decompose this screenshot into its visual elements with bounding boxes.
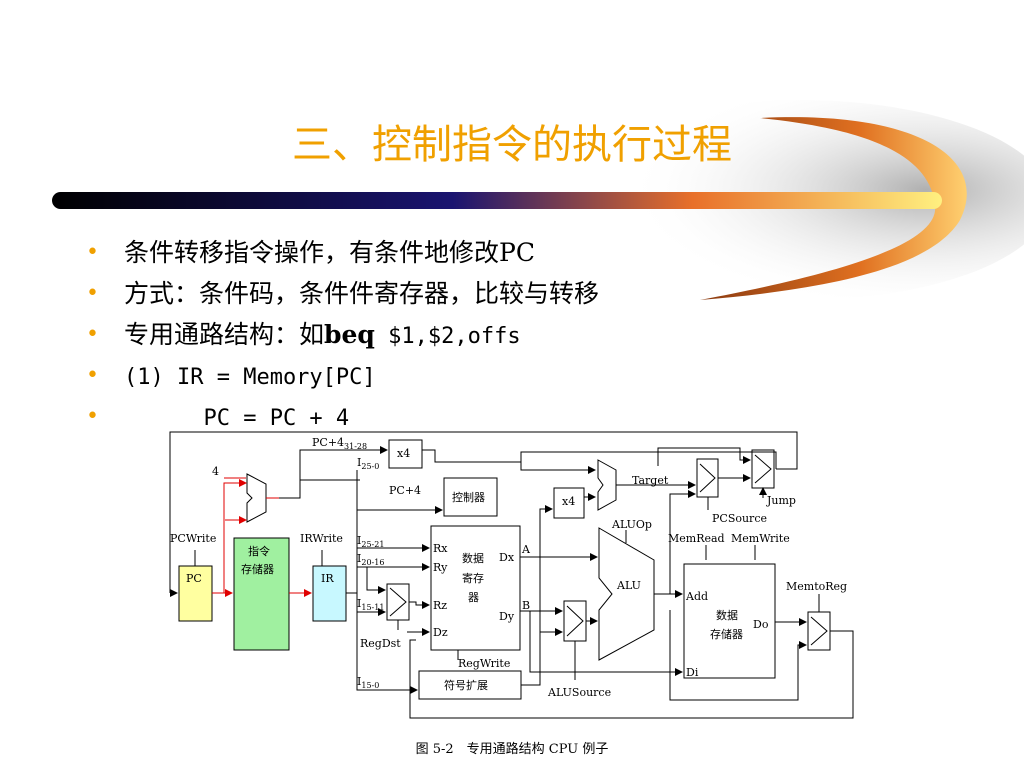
controller-box [443, 477, 498, 517]
ir-label: IR [321, 572, 334, 585]
i20-16-label: I20-16 [357, 552, 384, 567]
target-label: Target [632, 474, 669, 487]
dz-label: Dz [433, 626, 448, 639]
pc4-top-label: PC+431-28 [312, 436, 367, 451]
x4-top-label: x4 [397, 447, 410, 460]
b-label: B [522, 599, 530, 612]
title-underline-bar [52, 192, 942, 209]
alu-unit [598, 527, 655, 661]
aluop-label: ALUOp [611, 518, 652, 531]
rx-label: Rx [433, 542, 448, 555]
jump-label: Jump [766, 494, 796, 507]
x4-mid-box [553, 487, 585, 519]
dmem-label-2: 存储器 [710, 627, 743, 641]
ry-label: Ry [433, 561, 448, 574]
di-label: Di [686, 666, 699, 679]
do-label: Do [753, 618, 769, 631]
bullet-item: 条件转移指令操作，有条件地修改PC [86, 232, 599, 273]
dx-label: Dx [499, 551, 515, 564]
i15-11-label: I15-11 [357, 597, 384, 612]
alu-label: ALU [616, 579, 641, 592]
slide-title: 三、控制指令的执行过程 [292, 122, 732, 168]
add-label: Add [685, 590, 708, 603]
regfile-label-2: 寄存 [462, 571, 484, 585]
data-memory [683, 563, 776, 679]
i25-0-label: I25-0 [357, 456, 379, 471]
i15-0-label: I15-0 [357, 675, 379, 690]
memtoreg-label: MemtoReg [786, 580, 847, 593]
rz-label: Rz [433, 599, 447, 612]
regfile-label-1: 数据 [462, 551, 484, 565]
x4-top-box [388, 439, 423, 469]
register-file [430, 525, 521, 651]
imem-label-1: 指令 [248, 544, 270, 558]
alusource-label: ALUSource [547, 686, 611, 699]
pc-label: PC [186, 572, 202, 585]
const-4-label: 4 [212, 465, 219, 478]
irwrite-label: IRWrite [300, 532, 343, 545]
controller-label: 控制器 [452, 490, 485, 504]
mux-memtoreg-arrow [810, 616, 828, 646]
pc4-mid-label: PC+4 [389, 484, 421, 497]
sign-extend-box [418, 670, 522, 700]
pc-increment-path [212, 477, 312, 597]
ir-register [312, 565, 347, 622]
regwrite-label: RegWrite [458, 657, 510, 670]
pc-register [178, 565, 213, 622]
bullet-list: 条件转移指令操作，有条件地修改PC 方式：条件码，条件件寄存器，比较与转移 专用… [86, 232, 599, 437]
pcsource-label: PCSource [712, 512, 767, 525]
imem-label-2: 存储器 [241, 562, 274, 576]
mux-regdst-arrow [389, 587, 407, 617]
regdst-label: RegDst [360, 637, 401, 650]
i25-21-label: I25-21 [357, 534, 384, 549]
mux-alusource-arrow [566, 605, 584, 637]
dmem-label-1: 数据 [716, 608, 738, 622]
bullet-item: 方式：条件码，条件件寄存器，比较与转移 [86, 273, 599, 314]
pc-adder [246, 473, 267, 523]
bullet-item: PC = PC + 4 [86, 396, 599, 437]
instruction-memory [233, 537, 290, 651]
bullet-item: 专用通路结构：如beq $1,$2,offs [86, 314, 599, 355]
dy-label: Dy [499, 610, 515, 623]
memread-label: MemRead [668, 532, 725, 545]
bullet-item: (1) IR = Memory[PC] [86, 355, 599, 396]
regfile-label-3: 器 [468, 591, 479, 604]
mux-pcsource-arrow [699, 463, 716, 493]
mux-jump-arrow [754, 454, 772, 484]
signext-label: 符号扩展 [444, 678, 488, 692]
datapath-wires [169, 431, 854, 719]
memwrite-label: MemWrite [731, 532, 790, 545]
figure-caption: 图 5-2 专用通路结构 CPU 例子 [415, 742, 609, 757]
branch-adder [597, 459, 617, 511]
swoosh-arc [700, 117, 967, 301]
a-label: A [521, 543, 531, 556]
x4-mid-label: x4 [562, 495, 575, 508]
pcwrite-label: PCWrite [170, 532, 216, 545]
